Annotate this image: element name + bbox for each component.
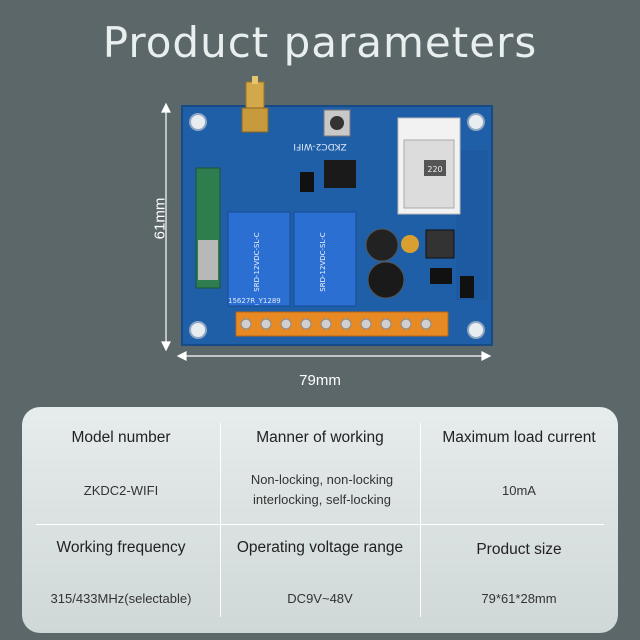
row-divider <box>36 524 604 525</box>
ic-chip <box>430 268 452 284</box>
spec-table: Model number Manner of working Maximum l… <box>22 407 618 633</box>
regulator-chip <box>324 160 356 188</box>
spec-label-model: Model number <box>71 429 171 446</box>
wifi-module: 220 <box>397 117 461 215</box>
spec-value-frequency: 315/433MHz(selectable) <box>50 591 192 606</box>
spec-label-voltage: Operating voltage range <box>236 539 404 556</box>
push-button <box>323 109 351 137</box>
silk-name: ZKDC2-WIFI <box>293 141 346 151</box>
terminal-block <box>235 311 449 337</box>
spec-value-voltage: DC9V~48V <box>287 591 353 606</box>
relay-1-model: SRD-12VDC-SL-C <box>253 232 261 291</box>
small-chip <box>300 172 314 192</box>
diode <box>460 276 474 298</box>
mounting-holes <box>189 113 485 339</box>
height-dimension-line <box>161 102 171 352</box>
relay-2: SRD-12VDC-SL-C <box>293 211 357 307</box>
spec-label-frequency: Working frequency <box>56 539 186 556</box>
pcb-illustration: 220 SRD-12VDC-SL-C SRD-12VDC-SL-C ZKDC2-… <box>161 76 493 361</box>
spec-label-size: Product size <box>476 541 562 558</box>
inductor <box>425 229 455 259</box>
capacitors <box>365 228 419 299</box>
sma-antenna-connector <box>241 76 269 133</box>
relay-1: SRD-12VDC-SL-C <box>227 211 291 307</box>
spec-value-manner: Non-locking, non-locking interlocking, s… <box>250 472 394 507</box>
column-divider <box>220 423 221 617</box>
page-title: Product parameters <box>102 18 538 67</box>
column-divider <box>420 423 421 617</box>
height-dimension-label: 61mm <box>151 197 169 240</box>
silk-code: 15627R_Y1289 <box>228 297 281 305</box>
spec-value-max-load: 10mA <box>502 483 536 498</box>
spec-value-model: ZKDC2-WIFI <box>83 483 159 498</box>
module-label: 220 <box>427 165 442 174</box>
spec-label-manner: Manner of working <box>256 429 384 446</box>
spec-label-max-load: Maximum load current <box>442 429 596 446</box>
width-dimension-line <box>176 351 492 361</box>
spec-value-size: 79*61*28mm <box>481 591 557 606</box>
relay-2-model: SRD-12VDC-SL-C <box>319 232 327 291</box>
width-dimension-label: 79mm <box>299 372 341 389</box>
